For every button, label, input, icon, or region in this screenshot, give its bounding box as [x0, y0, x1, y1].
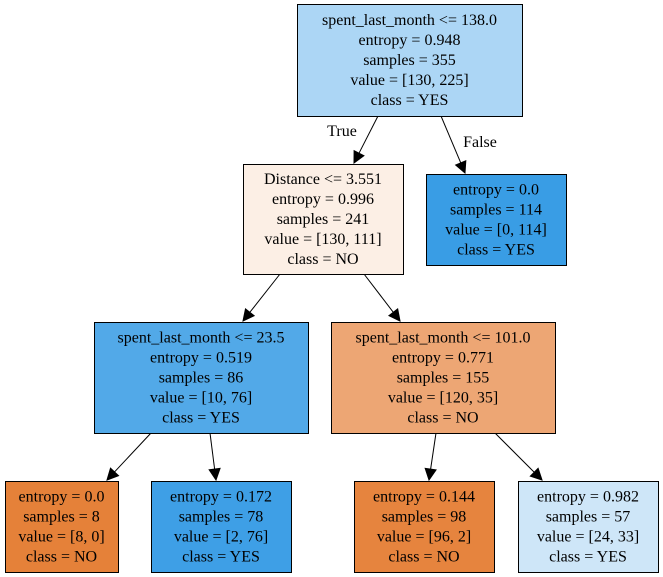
node-text-line: samples = 241 — [277, 211, 370, 228]
node-box — [151, 481, 292, 573]
arrow-head — [387, 308, 401, 322]
node-text-line: samples = 98 — [382, 509, 467, 526]
nodes-layer: spent_last_month <= 138.0 entropy = 0.948… — [5, 4, 659, 573]
arrow-head — [353, 149, 365, 164]
edge-line — [209, 432, 216, 470]
node-text-line: value = [120, 35] — [388, 390, 498, 407]
node-box — [426, 174, 567, 266]
node-box — [354, 481, 495, 573]
node-text-line: entropy = 0.982 — [537, 489, 639, 506]
tree-node-n2: entropy = 0.0 samples = 114 value = [0, 11… — [426, 174, 567, 266]
edge-line — [363, 273, 394, 313]
node-text-line: value = [0, 114] — [445, 222, 547, 239]
tree-node-n6: entropy = 0.172 samples = 78 value = [2, 7… — [151, 481, 292, 573]
node-text-line: value = [24, 33] — [537, 529, 639, 546]
tree-node-n0: spent_last_month <= 138.0 entropy = 0.948… — [297, 4, 523, 117]
node-text-line: samples = 57 — [546, 509, 631, 526]
node-text-line: value = [130, 111] — [264, 231, 381, 248]
node-text-line: class = YES — [371, 92, 449, 109]
tree-node-n3: spent_last_month <= 23.5 entropy = 0.519 s… — [94, 322, 309, 434]
arrow-head — [529, 467, 543, 481]
edge-line — [430, 432, 437, 470]
node-text-line: entropy = 0.948 — [359, 32, 461, 49]
node-text-line: entropy = 0.144 — [373, 489, 475, 506]
node-text-line: class = NO — [287, 251, 358, 268]
edge-line — [440, 115, 462, 164]
edge-line — [249, 273, 281, 313]
edge-n4-n7 — [424, 432, 437, 482]
edge-n1-n4 — [363, 273, 401, 322]
node-box — [518, 481, 659, 573]
node-text-line: entropy = 0.172 — [170, 489, 272, 506]
edge-n4-n8 — [494, 432, 543, 481]
node-box — [297, 4, 523, 117]
node-text-line: spent_last_month <= 138.0 — [322, 12, 497, 29]
arrow-head — [242, 308, 256, 322]
edge-n0-n1: True — [327, 115, 379, 164]
arrow-head — [106, 467, 120, 481]
node-text-line: class = YES — [549, 549, 627, 566]
arrow-head — [424, 467, 437, 482]
node-box — [331, 322, 556, 434]
node-text-line: entropy = 0.771 — [392, 350, 494, 367]
node-text-line: spent_last_month <= 101.0 — [356, 330, 531, 347]
node-text-line: samples = 155 — [397, 370, 490, 387]
node-text-line: class = NO — [388, 549, 459, 566]
node-box — [94, 322, 309, 434]
edge-n3-n5 — [106, 432, 152, 481]
node-text-line: spent_last_month <= 23.5 — [118, 330, 285, 347]
edge-label-true: True — [327, 123, 357, 140]
edge-line — [114, 432, 152, 473]
edge-line — [494, 432, 535, 473]
node-text-line: entropy = 0.0 — [19, 489, 105, 506]
node-text-line: entropy = 0.0 — [453, 182, 539, 199]
node-box — [243, 164, 404, 275]
node-text-line: value = [2, 76] — [174, 529, 268, 546]
arrow-head — [454, 159, 467, 175]
node-text-line: samples = 78 — [179, 509, 264, 526]
tree-node-n8: entropy = 0.982 samples = 57 value = [24, … — [518, 481, 659, 573]
node-text-line: class = YES — [182, 549, 260, 566]
node-text-line: class = NO — [407, 410, 478, 427]
node-text-line: value = [96, 2] — [377, 529, 471, 546]
node-text-line: class = YES — [457, 242, 535, 259]
arrow-head — [208, 467, 221, 482]
node-text-line: class = NO — [26, 549, 97, 566]
node-text-line: value = [8, 0] — [18, 529, 104, 546]
node-text-line: samples = 8 — [23, 509, 100, 526]
node-text-line: samples = 114 — [450, 202, 542, 219]
node-text-line: entropy = 0.996 — [272, 191, 374, 208]
node-text-line: samples = 86 — [159, 370, 244, 387]
node-text-line: samples = 355 — [363, 52, 456, 69]
edge-n3-n6 — [208, 432, 221, 482]
tree-node-n7: entropy = 0.144 samples = 98 value = [96, … — [354, 481, 495, 573]
tree-node-n1: Distance <= 3.551 entropy = 0.996 samples … — [243, 164, 404, 275]
tree-node-n5: entropy = 0.0 samples = 8 value = [8, 0] cl… — [5, 481, 119, 573]
node-text-line: value = [10, 76] — [150, 390, 252, 407]
node-text-line: entropy = 0.519 — [150, 350, 252, 367]
node-text-line: value = [130, 225] — [350, 72, 468, 89]
edge-n1-n3 — [242, 273, 281, 322]
tree-node-n4: spent_last_month <= 101.0 entropy = 0.771… — [331, 322, 556, 434]
edge-label-false: False — [463, 134, 497, 151]
edge-line — [358, 115, 379, 154]
node-text-line: class = YES — [162, 410, 240, 427]
edge-n0-n2: False — [440, 115, 497, 175]
node-box — [5, 481, 119, 573]
node-text-line: Distance <= 3.551 — [264, 171, 382, 188]
